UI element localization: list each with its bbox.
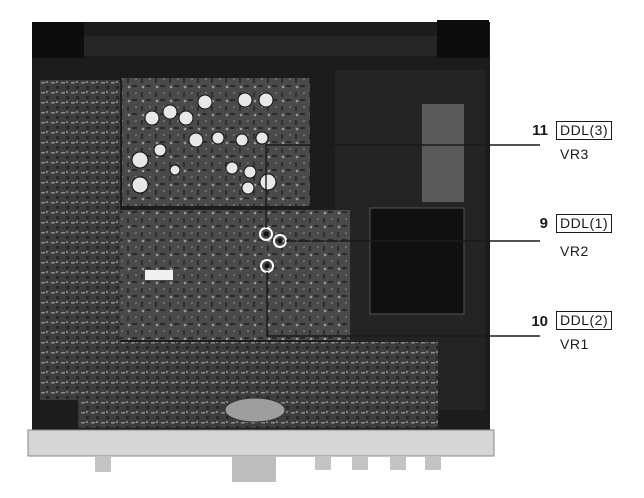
- transformer: [369, 207, 465, 315]
- capacitor-array: [131, 92, 277, 195]
- side-bracket: [422, 104, 464, 202]
- leader-lines: [265, 144, 540, 337]
- leader-vr1: [266, 272, 540, 337]
- callout-9-box: DDL(1): [556, 214, 613, 233]
- chip: [145, 270, 173, 280]
- callout-10-number: 10: [531, 313, 548, 330]
- callout-10-control: VR1: [560, 336, 589, 352]
- callout-11-control: VR3: [560, 146, 589, 162]
- front-panel: [27, 429, 495, 482]
- callout-9-control: VR2: [560, 243, 589, 259]
- volume-knob-base: [224, 397, 286, 423]
- callout-10-box: DDL(2): [556, 311, 613, 330]
- callout-11-number: 11: [532, 122, 548, 139]
- callout-9-number: 9: [539, 215, 548, 232]
- callout-11-box: DDL(3): [556, 121, 613, 140]
- leader-vr3: [265, 144, 540, 228]
